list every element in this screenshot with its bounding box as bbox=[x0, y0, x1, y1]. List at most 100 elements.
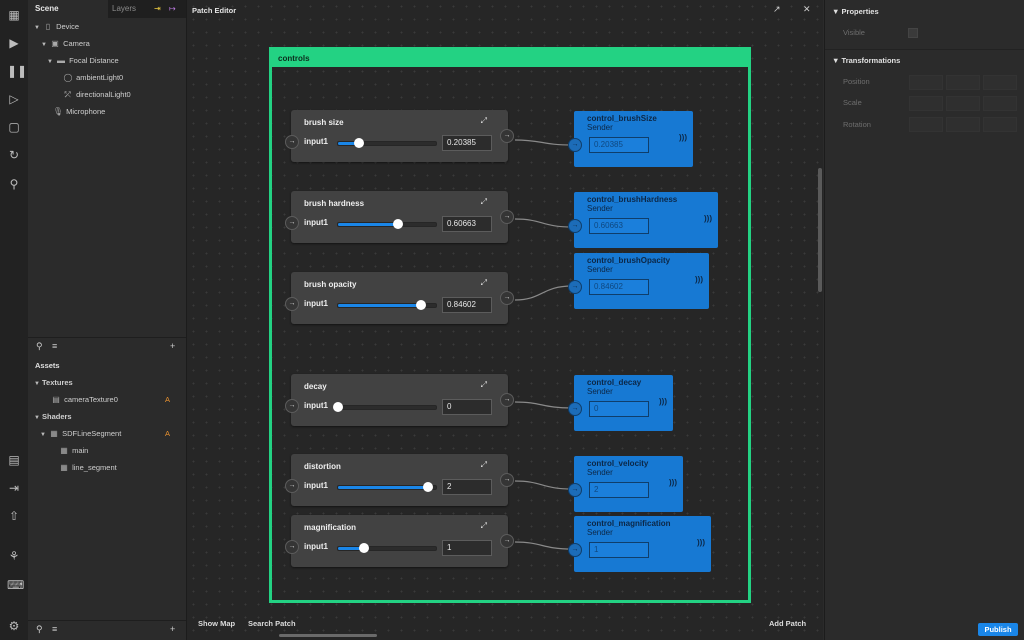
value-field[interactable]: 0.84602 bbox=[442, 297, 492, 313]
add-patch-button[interactable]: Add Patch bbox=[769, 619, 807, 628]
sender-value-field[interactable]: 1 bbox=[589, 542, 649, 558]
value-slider[interactable] bbox=[337, 300, 437, 310]
close-icon[interactable]: ✕ bbox=[803, 4, 811, 14]
position-y-field[interactable] bbox=[946, 75, 980, 90]
slider-knob[interactable] bbox=[423, 482, 434, 492]
controls-group[interactable]: controls bbox=[269, 47, 751, 603]
tab-layers[interactable]: Layers bbox=[112, 4, 137, 13]
expand-icon[interactable]: ⤢ bbox=[480, 380, 487, 389]
position-x-field[interactable] bbox=[909, 75, 943, 90]
patch-node-brush-opacity[interactable]: brush opacity ⤢ → input1 0.84602 → bbox=[285, 272, 514, 324]
output-port-icon[interactable]: → bbox=[500, 393, 514, 407]
tree-item-focal-distance[interactable]: ▼▬ Focal Distance bbox=[47, 52, 119, 69]
output-port-icon[interactable]: → bbox=[500, 534, 514, 548]
position-z-field[interactable] bbox=[983, 75, 1017, 90]
output-port-icon[interactable]: → bbox=[500, 473, 514, 487]
input-port-icon[interactable]: → bbox=[285, 540, 299, 554]
slider-knob[interactable] bbox=[392, 219, 403, 229]
input-port-icon[interactable]: → bbox=[285, 297, 299, 311]
search-patch-button[interactable]: Search Patch bbox=[248, 619, 296, 628]
upload-icon[interactable]: ⇧ bbox=[8, 509, 20, 523]
input-port-icon[interactable]: → bbox=[285, 216, 299, 230]
tree-item-camera[interactable]: ▼▣ Camera bbox=[41, 35, 90, 52]
value-field[interactable]: 0.20385 bbox=[442, 135, 492, 151]
sender-value-field[interactable]: 0 bbox=[589, 401, 649, 417]
output-port-icon[interactable]: → bbox=[500, 210, 514, 224]
value-slider[interactable] bbox=[337, 543, 437, 553]
group-header[interactable]: controls bbox=[272, 50, 748, 67]
value-slider[interactable] bbox=[337, 138, 437, 148]
import-icon[interactable]: ⇥ bbox=[8, 481, 20, 495]
value-field[interactable]: 0 bbox=[442, 399, 492, 415]
slider-knob[interactable] bbox=[359, 543, 370, 553]
visible-checkbox[interactable] bbox=[908, 28, 918, 38]
patch-node-decay[interactable]: decay ⤢ → input1 0 → bbox=[285, 374, 514, 426]
scale-z-field[interactable] bbox=[983, 96, 1017, 111]
slider-knob[interactable] bbox=[353, 138, 364, 148]
tab-scene[interactable]: Scene bbox=[28, 0, 108, 18]
rotation-y-field[interactable] bbox=[946, 117, 980, 132]
patch-node-distortion[interactable]: distortion ⤢ → input1 2 → bbox=[285, 454, 514, 506]
publish-button[interactable]: Publish bbox=[978, 623, 1018, 636]
horizontal-scrollbar[interactable] bbox=[279, 634, 377, 637]
shader-child-line-segment[interactable]: ▦ line_segment bbox=[58, 459, 117, 476]
input-port-icon[interactable]: → bbox=[568, 402, 582, 416]
sender-node-brush-hardness[interactable]: control_brushHardness Sender → 0.60663 )… bbox=[568, 192, 718, 248]
search-icon[interactable]: ⚲ bbox=[36, 624, 43, 634]
sender-value-field[interactable]: 0.20385 bbox=[589, 137, 649, 153]
pop-out-icon[interactable]: ↗ bbox=[773, 4, 781, 14]
input-port-icon[interactable]: → bbox=[285, 399, 299, 413]
stop-icon[interactable]: ▢ bbox=[8, 120, 20, 134]
output-port-icon[interactable]: → bbox=[500, 129, 514, 143]
input-port-icon[interactable]: → bbox=[568, 280, 582, 294]
sender-node-velocity[interactable]: control_velocity Sender → 2 ))) bbox=[568, 456, 683, 512]
input-port-icon[interactable]: → bbox=[285, 135, 299, 149]
transformations-header[interactable]: ▼ Transformations bbox=[832, 56, 900, 65]
slider-knob[interactable] bbox=[333, 402, 343, 412]
sender-value-field[interactable]: 0.60663 bbox=[589, 218, 649, 234]
bug-icon[interactable]: ⚘ bbox=[8, 549, 20, 563]
scale-x-field[interactable] bbox=[909, 96, 943, 111]
layout-icon[interactable]: ▦ bbox=[8, 8, 20, 22]
patch-editor[interactable]: Patch Editor ↗ ✕ controls brush size ⤢ →… bbox=[187, 0, 823, 640]
rotation-z-field[interactable] bbox=[983, 117, 1017, 132]
input-port-icon[interactable]: → bbox=[568, 138, 582, 152]
keyboard-icon[interactable]: ⌨ bbox=[7, 578, 25, 592]
value-field[interactable]: 1 bbox=[442, 540, 492, 556]
add-icon[interactable]: + bbox=[170, 341, 176, 351]
sender-node-magnification[interactable]: control_magnification Sender → 1 ))) bbox=[568, 516, 711, 572]
expand-icon[interactable]: ⤢ bbox=[480, 197, 487, 206]
pin-icon[interactable]: ⇥ bbox=[154, 4, 161, 13]
sender-node-brush-size[interactable]: control_brushSize Sender → 0.20385 ))) bbox=[568, 111, 693, 167]
filter-icon[interactable]: ≡ bbox=[52, 624, 58, 634]
value-field[interactable]: 2 bbox=[442, 479, 492, 495]
sender-node-brush-opacity[interactable]: control_brushOpacity Sender → 0.84602 ))… bbox=[568, 253, 709, 309]
scale-y-field[interactable] bbox=[946, 96, 980, 111]
tree-item-device[interactable]: ▼▯ Device bbox=[34, 18, 79, 35]
sender-value-field[interactable]: 0.84602 bbox=[589, 279, 649, 295]
search-icon[interactable]: ⚲ bbox=[9, 177, 19, 191]
add-icon[interactable]: + bbox=[170, 624, 176, 634]
video-icon[interactable]: ▶ bbox=[9, 36, 19, 50]
vertical-scrollbar[interactable] bbox=[818, 168, 822, 292]
value-field[interactable]: 0.60663 bbox=[442, 216, 492, 232]
sender-value-field[interactable]: 2 bbox=[589, 482, 649, 498]
tree-item-directional-light[interactable]: ⤱ directionalLight0 bbox=[62, 86, 131, 103]
link-icon[interactable]: ↦ bbox=[169, 4, 176, 13]
filter-icon[interactable]: ≡ bbox=[52, 341, 58, 351]
expand-icon[interactable]: ⤢ bbox=[480, 460, 487, 469]
expand-icon[interactable]: ⤢ bbox=[480, 278, 487, 287]
properties-header[interactable]: ▼ Properties bbox=[832, 7, 879, 16]
folder-add-icon[interactable]: ▤ bbox=[8, 453, 20, 467]
settings-gear-icon[interactable]: ⚙ bbox=[8, 619, 20, 633]
pause-icon[interactable]: ❚❚ bbox=[7, 64, 28, 78]
rotation-x-field[interactable] bbox=[909, 117, 943, 132]
input-port-icon[interactable]: → bbox=[568, 219, 582, 233]
asset-shader-item[interactable]: ▼▦ SDFLineSegment A bbox=[40, 425, 186, 442]
patch-node-brush-hardness[interactable]: brush hardness ⤢ → input1 0.60663 → bbox=[285, 191, 514, 243]
output-port-icon[interactable]: → bbox=[500, 291, 514, 305]
patch-node-magnification[interactable]: magnification ⤢ → input1 1 → bbox=[285, 515, 514, 567]
asset-texture-item[interactable]: ▤ cameraTexture0 A bbox=[50, 391, 186, 408]
tree-item-microphone[interactable]: 🎙 Microphone bbox=[52, 103, 105, 120]
expand-icon[interactable]: ⤢ bbox=[480, 521, 487, 530]
